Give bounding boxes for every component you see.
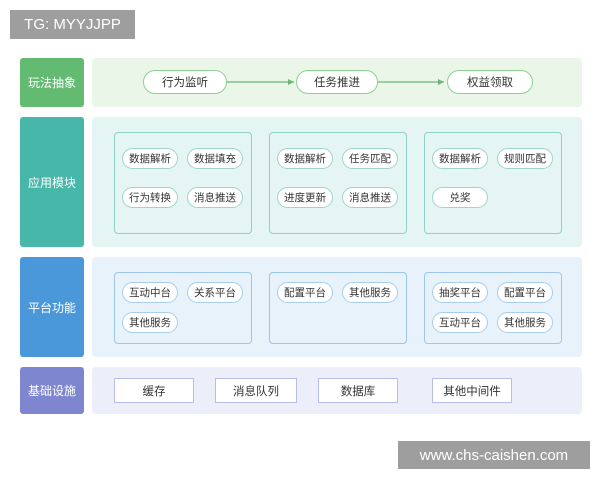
platform-group-2 bbox=[269, 272, 407, 344]
platform-chip: 其他服务 bbox=[497, 312, 553, 333]
platform-chip: 配置平台 bbox=[277, 282, 333, 303]
platform-chip: 抽奖平台 bbox=[432, 282, 488, 303]
app-chip: 兑奖 bbox=[432, 187, 488, 208]
flow-step-3: 权益领取 bbox=[447, 70, 533, 94]
layer-label-platform: 平台功能 bbox=[20, 257, 84, 357]
platform-chip: 关系平台 bbox=[187, 282, 243, 303]
app-chip: 消息推送 bbox=[187, 187, 243, 208]
infra-item: 缓存 bbox=[114, 378, 194, 403]
app-group-3 bbox=[424, 132, 562, 234]
platform-chip: 其他服务 bbox=[342, 282, 398, 303]
flow-step-2: 任务推进 bbox=[296, 70, 378, 94]
app-chip: 数据解析 bbox=[122, 148, 178, 169]
platform-chip: 互动平台 bbox=[432, 312, 488, 333]
layer-label-play: 玩法抽象 bbox=[20, 58, 84, 107]
watermark-bottom-right: www.chs-caishen.com bbox=[398, 441, 590, 469]
app-chip: 任务匹配 bbox=[342, 148, 398, 169]
app-chip: 数据填充 bbox=[187, 148, 243, 169]
layer-label-app: 应用模块 bbox=[20, 117, 84, 247]
layer-label-infra: 基础设施 bbox=[20, 367, 84, 414]
platform-chip: 配置平台 bbox=[497, 282, 553, 303]
app-group-1 bbox=[114, 132, 252, 234]
layer-band-platform bbox=[92, 257, 582, 357]
flow-step-1: 行为监听 bbox=[143, 70, 227, 94]
layer-band-app bbox=[92, 117, 582, 247]
app-chip: 消息推送 bbox=[342, 187, 398, 208]
app-chip: 行为转换 bbox=[122, 187, 178, 208]
infra-item: 消息队列 bbox=[215, 378, 297, 403]
app-chip: 数据解析 bbox=[277, 148, 333, 169]
platform-group-1 bbox=[114, 272, 252, 344]
infra-item: 其他中间件 bbox=[432, 378, 512, 403]
app-chip: 规则匹配 bbox=[497, 148, 553, 169]
watermark-top-left: TG: MYYJJPP bbox=[10, 10, 135, 39]
infra-item: 数据库 bbox=[318, 378, 398, 403]
app-chip: 数据解析 bbox=[432, 148, 488, 169]
platform-chip: 互动中台 bbox=[122, 282, 178, 303]
app-group-2 bbox=[269, 132, 407, 234]
app-chip: 进度更新 bbox=[277, 187, 333, 208]
platform-chip: 其他服务 bbox=[122, 312, 178, 333]
platform-group-3 bbox=[424, 272, 562, 344]
